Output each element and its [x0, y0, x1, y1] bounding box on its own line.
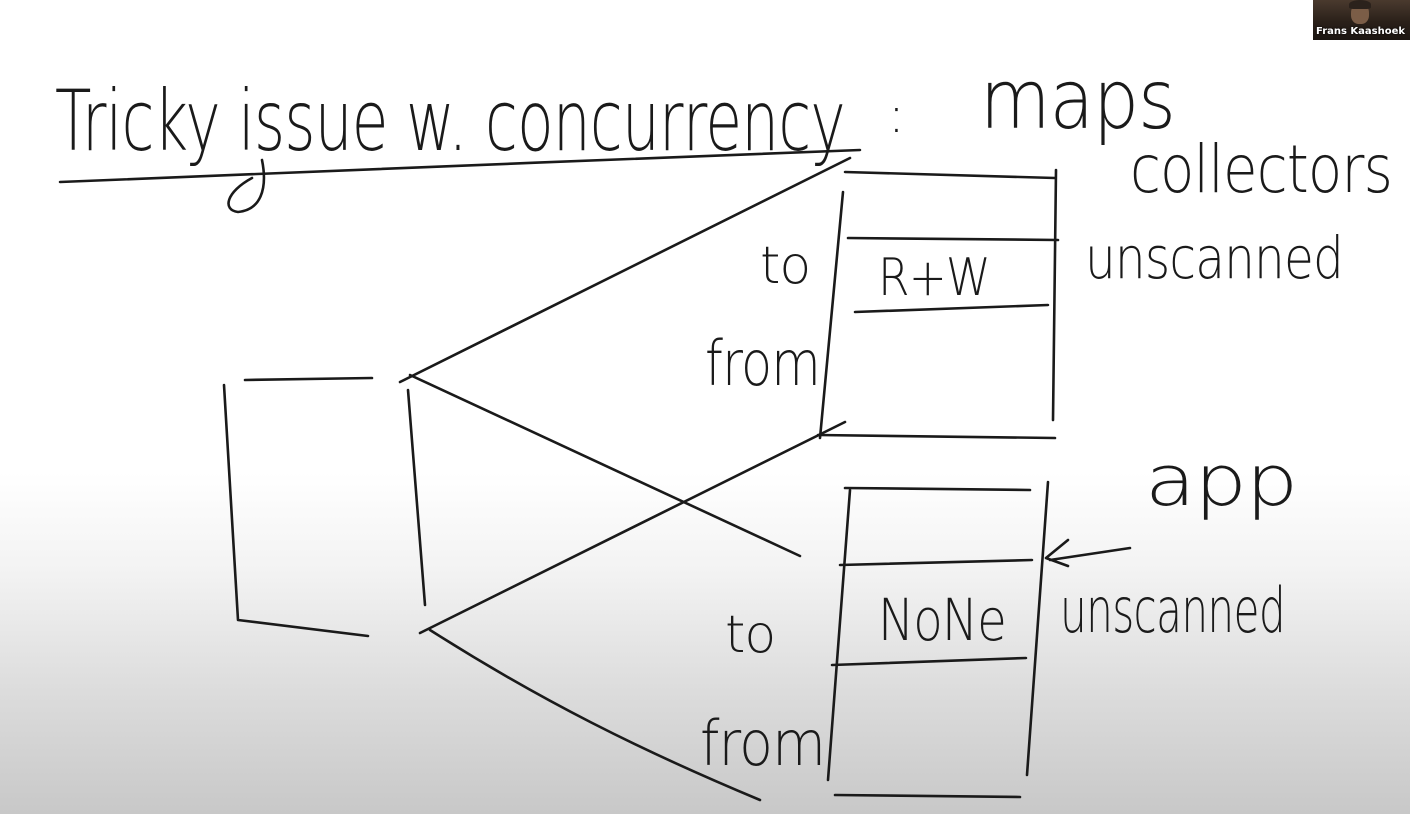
memory-box: [222, 376, 427, 638]
app-pointer-arrow: [1044, 538, 1132, 568]
participant-video-tile[interactable]: Frans Kaashoek: [1313, 0, 1410, 40]
participant-name: Frans Kaashoek: [1316, 26, 1406, 37]
map-line-4: [428, 628, 762, 802]
title-y-descender: [227, 158, 266, 214]
lower-from-label: from: [700, 707, 825, 780]
maps-label: maps: [980, 53, 1175, 148]
lower-region-label: NoNe: [878, 586, 1006, 654]
title-text: Tricky issue w. concurrency: [55, 72, 845, 170]
map-line-2: [408, 373, 802, 558]
upper-to-label: to: [760, 236, 810, 296]
collectors-label: collectors: [1130, 131, 1392, 208]
map-line-1: [398, 156, 852, 384]
lower-space-box: [826, 480, 1050, 799]
upper-unscanned-label: unscanned: [1085, 224, 1343, 292]
lower-unscanned-label: unscanned: [1060, 574, 1285, 647]
upper-space-box: [816, 168, 1060, 440]
title-colon: :: [888, 86, 904, 144]
upper-from-label: from: [705, 327, 820, 400]
participant-hair: [1349, 0, 1371, 9]
map-line-3: [418, 420, 847, 635]
upper-region-label: R+W: [878, 248, 990, 308]
lower-to-label: to: [725, 605, 775, 665]
title-underline: [58, 148, 862, 184]
app-label: app: [1145, 440, 1297, 522]
